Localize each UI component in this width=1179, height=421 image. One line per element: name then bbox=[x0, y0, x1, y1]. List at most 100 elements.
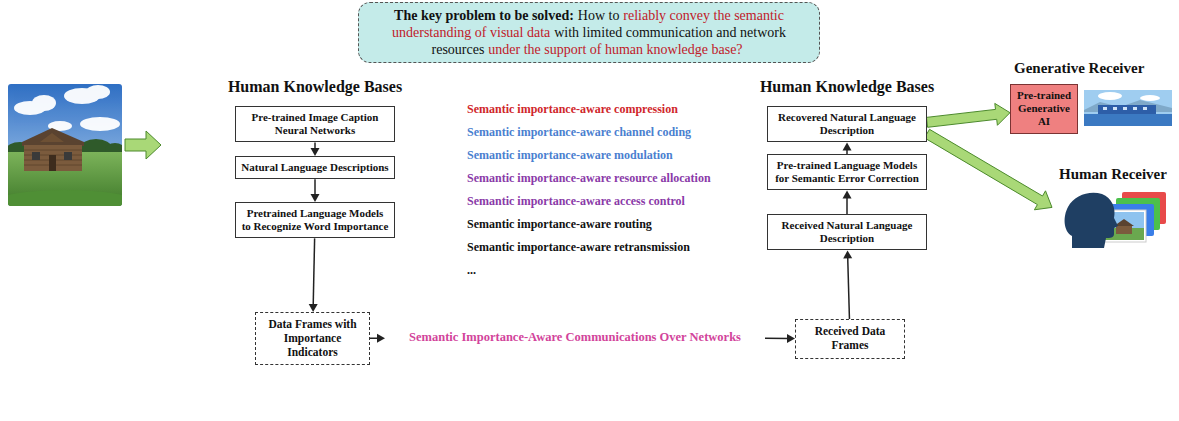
list-item: Semantic importance-aware resource alloc… bbox=[467, 167, 711, 190]
technique-list-bubble: Semantic importance-aware compressionSem… bbox=[458, 90, 720, 290]
arrow-head bbox=[311, 194, 320, 202]
knowledge-base-cloud: Human Knowledge BasesPre-trained Image C… bbox=[160, 54, 470, 304]
connector-arrow bbox=[370, 334, 385, 343]
process-box: Natural Language Descriptions bbox=[235, 156, 395, 179]
graphic-part bbox=[24, 150, 82, 151]
graphic-part bbox=[14, 85, 120, 131]
connector-arrow bbox=[309, 238, 318, 312]
arrow-head bbox=[843, 190, 852, 198]
graphic-part bbox=[750, 319, 764, 355]
graphic-part bbox=[32, 152, 40, 160]
graphic-part bbox=[1143, 107, 1147, 110]
list-item: Semantic importance-aware compression bbox=[467, 98, 711, 121]
graphic-part bbox=[86, 85, 110, 99]
connector-arrow bbox=[926, 103, 1010, 127]
graphic-part bbox=[22, 128, 84, 146]
statement-text: The key problem to be solved: bbox=[394, 8, 574, 23]
human-receiver: Human Receiver bbox=[1052, 166, 1174, 250]
arrow-head bbox=[843, 250, 852, 258]
graphic-part bbox=[8, 190, 122, 206]
graphic-part bbox=[1103, 107, 1107, 110]
graphic-part bbox=[1103, 107, 1147, 110]
graphic-part bbox=[64, 152, 72, 160]
process-box: Pre-trained Language Models for Semantic… bbox=[767, 154, 927, 190]
graphic-part bbox=[40, 133, 64, 142]
arrow-head bbox=[787, 334, 795, 343]
graphic-part bbox=[704, 61, 989, 294]
connector-arrow bbox=[311, 179, 320, 202]
photo-illustration bbox=[8, 84, 122, 206]
graphic-part bbox=[1113, 107, 1117, 110]
arrow-line bbox=[848, 257, 850, 319]
box-text: Pre-trained Generative AI bbox=[1014, 89, 1074, 129]
problem-statement-box: The key problem to be solved:How torelia… bbox=[358, 2, 820, 63]
box-text: Natural Language Descriptions bbox=[241, 161, 389, 174]
generative-ai-box: Pre-trained Generative AI bbox=[1010, 84, 1078, 134]
arrow-head bbox=[309, 304, 318, 312]
arrow-head bbox=[843, 142, 852, 150]
connector-arrow bbox=[843, 190, 852, 214]
fat-arrow bbox=[925, 129, 1053, 210]
receiver-title: Human Receiver bbox=[1052, 166, 1174, 183]
graphic-part bbox=[385, 319, 765, 355]
list-item: Semantic importance-aware modulation bbox=[467, 144, 711, 167]
list-item: ... bbox=[467, 259, 711, 282]
cloud-title: Human Knowledge Bases bbox=[160, 78, 470, 96]
list-item: Semantic importance-aware routing bbox=[467, 213, 711, 236]
data-frame-box: Data Frames with Importance Indicators bbox=[255, 312, 370, 365]
graphic-part bbox=[1098, 92, 1122, 100]
box-text: Recovered Natural Language Description bbox=[773, 111, 921, 137]
graphic-part bbox=[1084, 90, 1172, 126]
process-box: Recovered Natural Language Description bbox=[767, 106, 927, 142]
box-text: Pre-trained Language Models for Semantic… bbox=[773, 159, 921, 185]
network-pipe: Semantic Importance-Aware Communications… bbox=[385, 318, 765, 356]
connector-arrow bbox=[925, 129, 1053, 210]
graphic-part bbox=[1098, 105, 1156, 114]
graphic-part bbox=[24, 145, 82, 171]
box-text: Received Natural Language Description bbox=[773, 219, 921, 245]
arrow-head bbox=[311, 148, 320, 156]
cloud-title: Human Knowledge Bases bbox=[692, 78, 1002, 96]
pipe-text: Semantic Importance-Aware Communications… bbox=[409, 330, 741, 345]
connector-arrow bbox=[765, 334, 795, 343]
graphic-part bbox=[459, 91, 719, 318]
graphic-part bbox=[1133, 107, 1137, 110]
list-item: Semantic importance-aware access control bbox=[467, 190, 711, 213]
graphic-part bbox=[1065, 193, 1118, 248]
statement-text: under the support of human knowledge bas… bbox=[488, 42, 742, 57]
process-box: Pre-trained Image Caption Neural Network… bbox=[235, 106, 395, 142]
input-arrow bbox=[125, 131, 161, 159]
graphic-part bbox=[8, 84, 122, 206]
human-head-icon bbox=[1065, 192, 1166, 248]
arrow-line bbox=[313, 238, 314, 305]
graphic-part bbox=[32, 95, 56, 111]
graphic-part bbox=[49, 155, 56, 171]
box-text: Pre-trained Image Caption Neural Network… bbox=[241, 111, 389, 137]
box-text: Data Frames with Importance Indicators bbox=[261, 318, 364, 359]
graphic-part bbox=[1084, 114, 1172, 126]
connector-arrow bbox=[843, 142, 852, 154]
graphic-part bbox=[1140, 95, 1160, 101]
arrow-line bbox=[765, 337, 789, 339]
graphic-part bbox=[80, 117, 120, 131]
knowledge-base-cloud: Human Knowledge BasesRecovered Natural L… bbox=[692, 54, 1002, 304]
graphic-part bbox=[172, 61, 457, 294]
box-text: Pretrained Language Models to Recognize … bbox=[241, 207, 389, 233]
arrow-line bbox=[846, 197, 848, 214]
box-text: Received Data Frames bbox=[801, 325, 899, 353]
statement-text: How to bbox=[578, 8, 620, 23]
receiver-label: Generative Receiver bbox=[1014, 60, 1144, 77]
generated-image bbox=[1084, 90, 1172, 126]
data-frame-box: Received Data Frames bbox=[795, 319, 905, 359]
process-box: Pretrained Language Models to Recognize … bbox=[235, 202, 395, 238]
arrow-line bbox=[314, 179, 316, 195]
process-box: Received Natural Language Description bbox=[767, 214, 927, 250]
connector-arrow bbox=[843, 250, 852, 319]
graphic-part bbox=[1123, 107, 1127, 110]
arrow-head bbox=[377, 334, 385, 343]
fat-arrow bbox=[926, 103, 1010, 127]
connector-arrow bbox=[311, 142, 320, 156]
